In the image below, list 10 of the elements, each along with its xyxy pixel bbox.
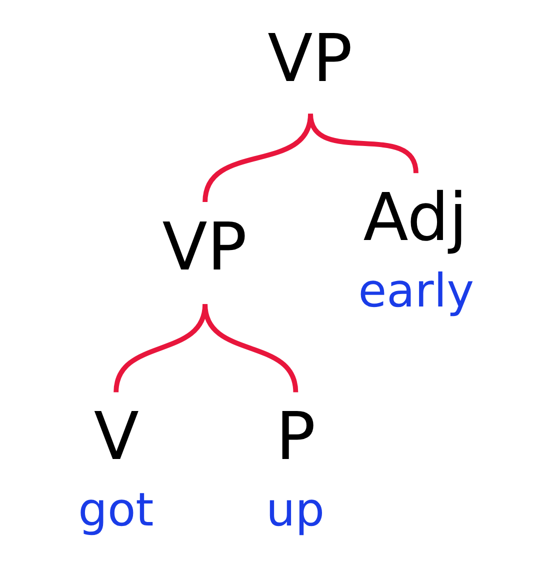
node-text: VP bbox=[162, 208, 247, 286]
node-text: V bbox=[93, 398, 138, 475]
node-text: Adj bbox=[362, 178, 467, 256]
node-text: VP bbox=[267, 20, 352, 97]
node-label: early bbox=[358, 263, 474, 318]
connector bbox=[202, 304, 298, 393]
node-label: got bbox=[78, 482, 154, 537]
node-text: P bbox=[275, 398, 316, 475]
node-label: up bbox=[266, 482, 324, 537]
connector bbox=[308, 113, 418, 174]
